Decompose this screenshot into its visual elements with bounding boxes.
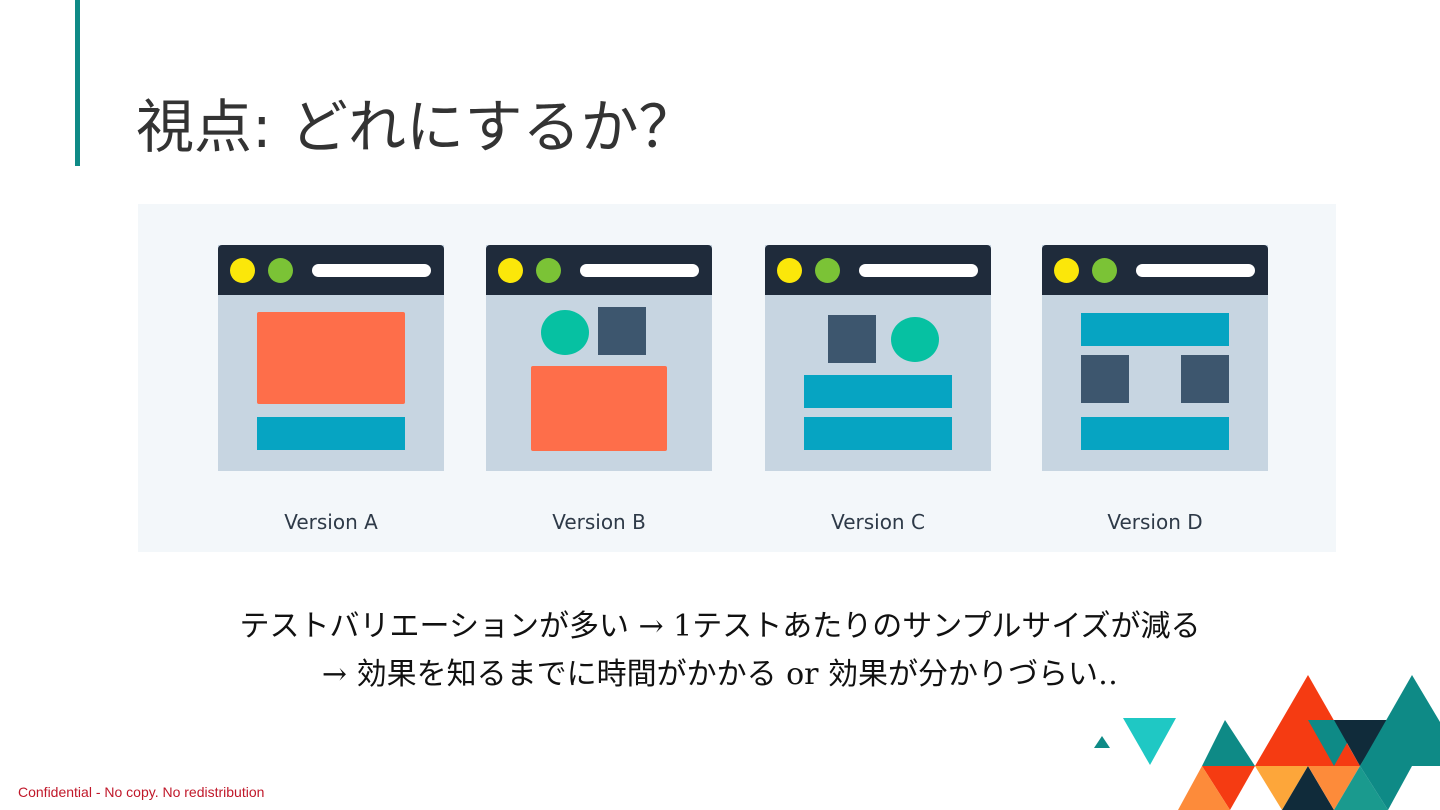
- window-header: [218, 245, 444, 295]
- orange-block: [257, 312, 405, 404]
- window-dot-yellow-icon: [1054, 258, 1079, 283]
- version-label-c: Version C: [831, 510, 925, 534]
- browser-window-version-c: [765, 245, 991, 471]
- teal-bar: [804, 417, 952, 450]
- address-bar: [580, 264, 699, 277]
- window-dot-green-icon: [815, 258, 840, 283]
- navy-square: [598, 307, 646, 355]
- teal-bar: [257, 417, 405, 450]
- body-line: テストバリエーションが多い → 1テストあたりのサンプルサイズが減る: [239, 609, 1201, 644]
- window-dot-yellow-icon: [498, 258, 523, 283]
- body-line: → 効果を知るまでに時間がかかる or 効果が分かりづらい‥: [321, 657, 1119, 692]
- browser-window-version-a: [218, 245, 444, 471]
- address-bar: [1136, 264, 1255, 277]
- teal-bar: [1081, 313, 1229, 346]
- green-circle: [891, 317, 939, 362]
- window-header: [765, 245, 991, 295]
- teal-bar: [804, 375, 952, 408]
- window-header: [486, 245, 712, 295]
- navy-square: [1081, 355, 1129, 403]
- title-accent-bar: [75, 0, 80, 166]
- window-dot-yellow-icon: [777, 258, 802, 283]
- version-label-b: Version B: [552, 510, 646, 534]
- teal-bar: [1081, 417, 1229, 450]
- navy-square: [1181, 355, 1229, 403]
- browser-window-version-d: [1042, 245, 1268, 471]
- window-dot-green-icon: [268, 258, 293, 283]
- address-bar: [859, 264, 978, 277]
- decorative-triangles-icon: [1094, 675, 1440, 810]
- orange-block: [531, 366, 667, 451]
- window-dot-green-icon: [1092, 258, 1117, 283]
- slide-title: 視点: どれにするか？: [136, 93, 697, 161]
- window-header: [1042, 245, 1268, 295]
- confidential-notice: Confidential - No copy. No redistributio…: [18, 784, 265, 800]
- browser-window-version-b: [486, 245, 712, 471]
- version-label-a: Version A: [284, 510, 378, 534]
- address-bar: [312, 264, 431, 277]
- window-dot-yellow-icon: [230, 258, 255, 283]
- versions-illustration: Version A Version B Version C: [138, 204, 1336, 552]
- window-dot-green-icon: [536, 258, 561, 283]
- body-text: テストバリエーションが多い → 1テストあたりのサンプルサイズが減る → 効果を…: [0, 603, 1440, 699]
- green-circle: [541, 310, 589, 355]
- navy-square: [828, 315, 876, 363]
- version-label-d: Version D: [1107, 510, 1203, 534]
